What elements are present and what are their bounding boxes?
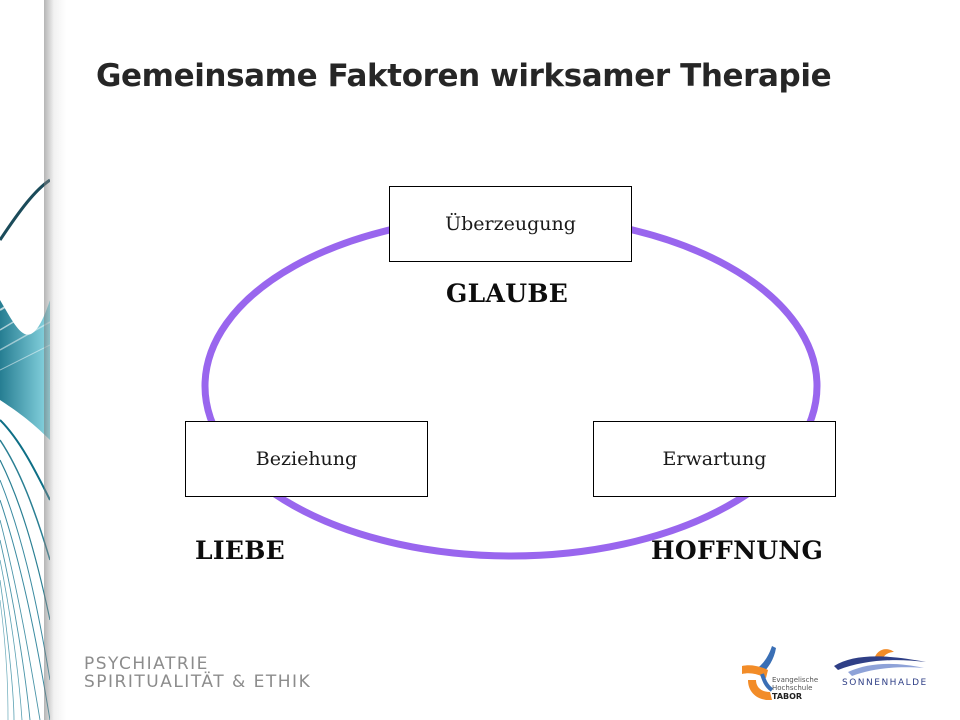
sonnenhalde-name: SONNENHALDE [842,678,928,688]
footer-line-2: SPIRITUALITÄT & ETHIK [84,672,312,692]
tabor-line-1: Evangelische [772,676,819,684]
side-shadow [44,0,66,720]
label-glaube: GLAUBE [446,279,569,308]
box-ueberzeugung-label: Überzeugung [445,213,576,235]
box-erwartung: Erwartung [593,421,836,497]
tabor-logo-icon [742,646,776,700]
box-erwartung-label: Erwartung [662,448,767,470]
tabor-line-3: TABOR [772,692,803,701]
tabor-line-2: Hochschule [772,684,813,692]
sonnenhalde-logo-icon [834,649,926,676]
box-ueberzeugung: Überzeugung [389,186,632,262]
box-beziehung-label: Beziehung [255,448,358,470]
slide-title: Gemeinsame Faktoren wirksamer Therapie [96,58,832,94]
box-beziehung: Beziehung [185,421,428,497]
label-hoffnung: HOFFNUNG [651,536,824,565]
ring-ellipse [201,212,821,560]
label-liebe: LIEBE [195,536,286,565]
footer-line-1: PSYCHIATRIE [84,654,209,674]
